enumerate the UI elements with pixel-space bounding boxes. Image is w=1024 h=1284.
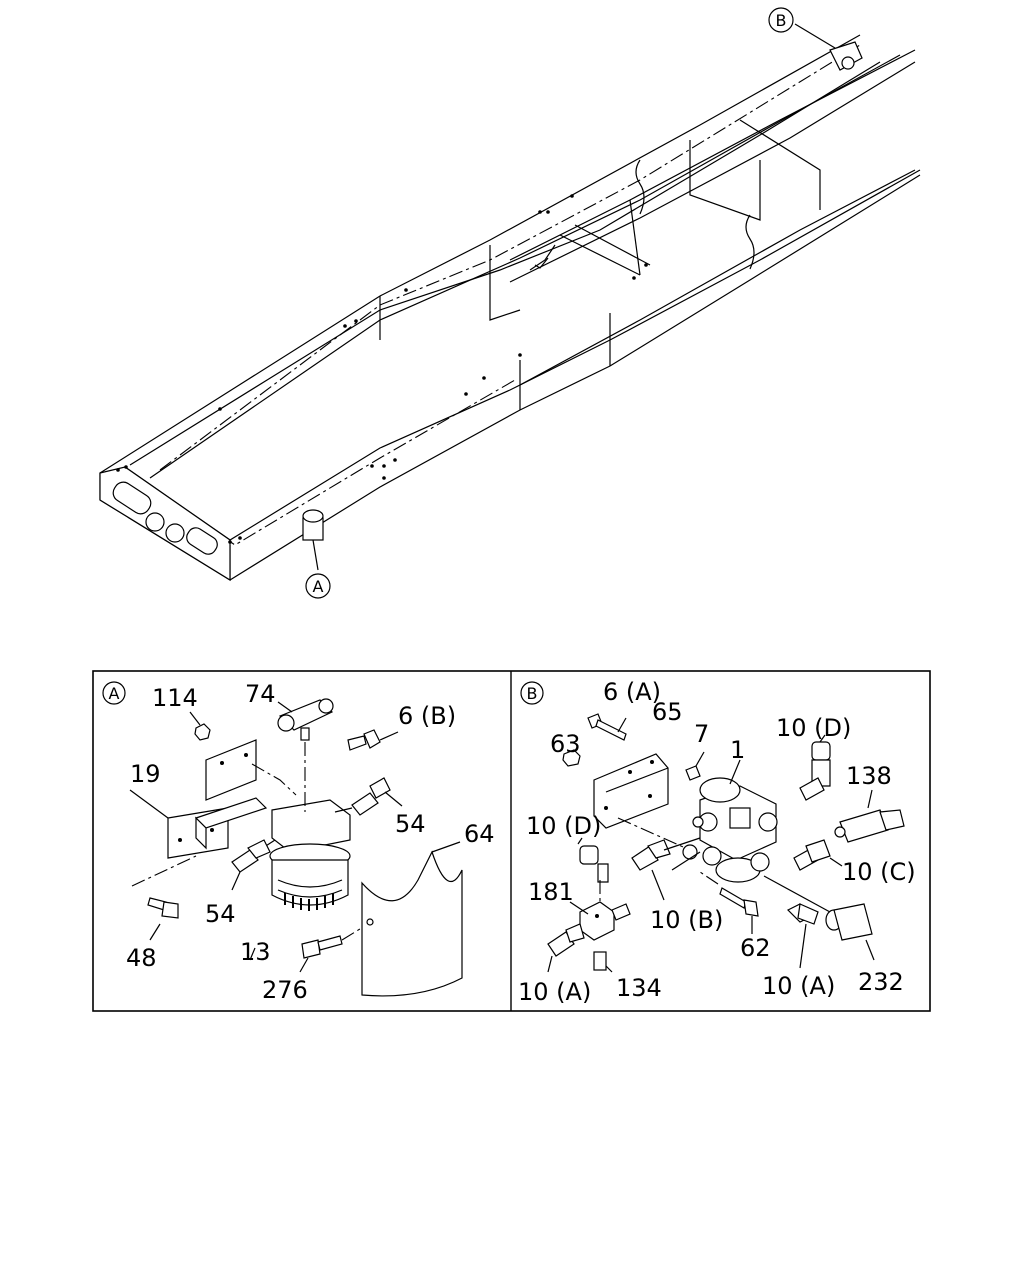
overview-callout-a: A (305, 573, 331, 599)
label-10c: 10 (C) (842, 858, 916, 886)
label-232: 232 (858, 968, 904, 996)
label-10d-left: 10 (D) (526, 812, 601, 840)
panel-b-callout: B (527, 684, 538, 703)
label-114: 114 (152, 684, 198, 712)
label-276: 276 (262, 976, 308, 1004)
label-10a-left: 10 (A) (518, 978, 591, 1006)
label-64: 64 (464, 820, 495, 848)
label-138: 138 (846, 762, 892, 790)
overview-callout-b-label: B (776, 11, 787, 30)
panel-a-labels: 114 74 6 (B) 19 54 64 54 48 13 276 (126, 680, 495, 1004)
chassis-frame (99, 23, 921, 582)
label-54-right: 54 (395, 810, 426, 838)
label-62: 62 (740, 934, 771, 962)
label-10a-right: 10 (A) (762, 972, 835, 1000)
label-6a: 6 (A) (603, 678, 661, 706)
label-63: 63 (550, 730, 581, 758)
label-134: 134 (616, 974, 662, 1002)
panel-b-labels: 6 (A) 65 7 63 1 10 (D) 138 10 (D) 10 (C)… (518, 678, 916, 1006)
panel-b: B (520, 681, 905, 973)
panel-a-callout: A (109, 684, 120, 703)
label-10b: 10 (B) (650, 906, 723, 934)
label-74: 74 (245, 680, 276, 708)
label-7: 7 (694, 720, 709, 748)
label-54-left: 54 (205, 900, 236, 928)
panel-a: A (102, 681, 463, 997)
overview-callout-b: B (768, 7, 794, 33)
label-6b: 6 (B) (398, 702, 456, 730)
label-10d-top: 10 (D) (776, 714, 851, 742)
overview-callout-a-label: A (313, 577, 324, 596)
label-19: 19 (130, 760, 161, 788)
label-48: 48 (126, 944, 157, 972)
label-13: 13 (240, 938, 271, 966)
label-181: 181 (528, 878, 574, 906)
label-65: 65 (652, 698, 683, 726)
label-1: 1 (730, 736, 745, 764)
